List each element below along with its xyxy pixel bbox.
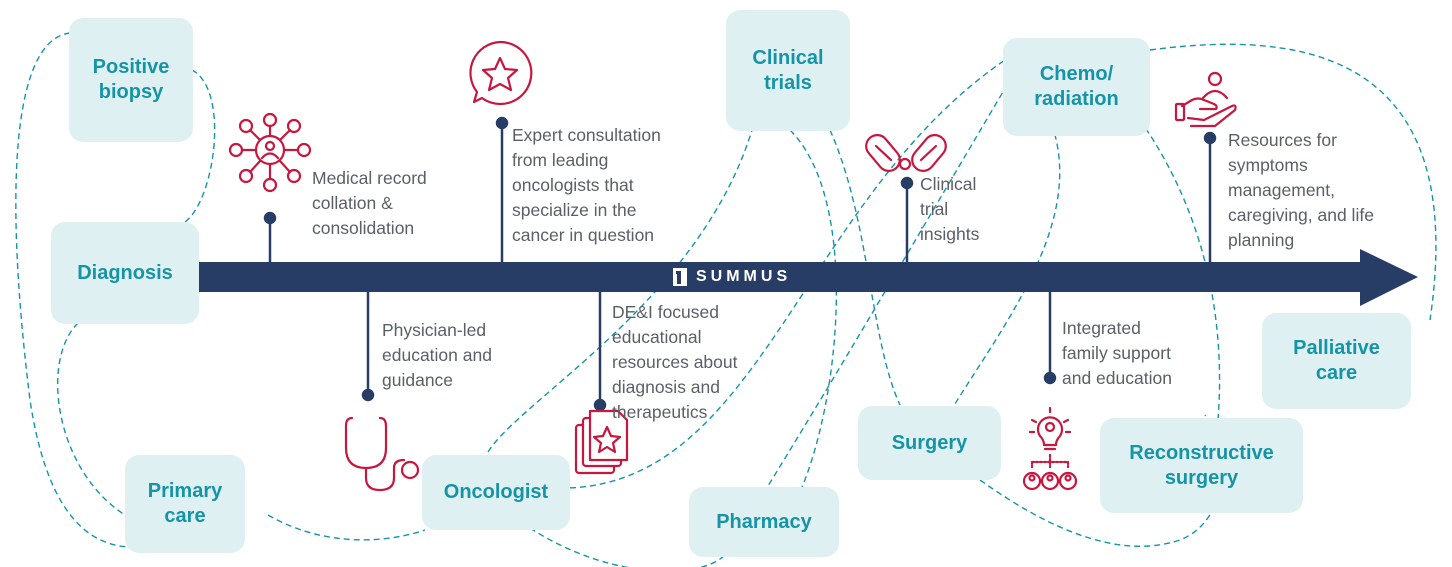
note-physician-led: Physician-led education and guidance xyxy=(382,320,492,390)
connector-oncologist-trials xyxy=(487,129,753,453)
documents-star-icon xyxy=(574,409,629,475)
connector-primary-oncologist xyxy=(267,514,426,541)
hand-person-icon xyxy=(1174,71,1237,128)
note-dei-resources: DE&I focused educational resources about… xyxy=(612,302,738,422)
timeline-bar xyxy=(190,262,1375,292)
connector-paths xyxy=(15,32,1437,567)
brand-mark: SUMMUS xyxy=(672,262,791,292)
stage-pharmacy: Pharmacy xyxy=(689,487,839,557)
stage-diagnosis: Diagnosis xyxy=(51,222,199,324)
connector-chemo-palliative xyxy=(1149,43,1437,321)
pills-icon xyxy=(865,134,947,172)
connector-diagnosis-primary xyxy=(57,322,126,516)
note-clinical-trial-insights: Clinical trial insights xyxy=(920,174,980,244)
network-people-icon xyxy=(228,112,312,193)
note-medical-record: Medical record collation & consolidation xyxy=(312,168,427,238)
summus-logo-icon xyxy=(673,268,687,286)
connector-oncologist-reconstructive xyxy=(529,79,1011,567)
connector-biopsy-diagnosis xyxy=(184,69,216,223)
connector-trials-pharmacy xyxy=(789,129,838,493)
star-chat-icon xyxy=(469,40,533,106)
lightbulb-team-icon xyxy=(1022,406,1078,491)
brand-name: SUMMUS xyxy=(696,268,792,285)
note-expert-consultation: Expert consultation from leading oncolog… xyxy=(512,125,661,245)
note-family-support: Integrated family support and education xyxy=(1062,318,1172,388)
stage-chemo-radiation: Chemo/radiation xyxy=(1003,38,1150,136)
note-pins xyxy=(263,116,1217,412)
stage-surgery: Surgery xyxy=(858,406,1001,480)
note-resources-symptoms: Resources for symptoms management, careg… xyxy=(1228,130,1374,250)
stethoscope-icon xyxy=(344,416,420,492)
connector-chemo-surgery xyxy=(1139,119,1221,421)
timeline-arrowhead xyxy=(1360,249,1418,306)
timeline-arrow xyxy=(190,249,1418,306)
connector-oncologist-chemo xyxy=(559,59,1006,489)
stage-oncologist: Oncologist xyxy=(422,455,570,530)
connector-biopsy-primary xyxy=(15,32,131,548)
